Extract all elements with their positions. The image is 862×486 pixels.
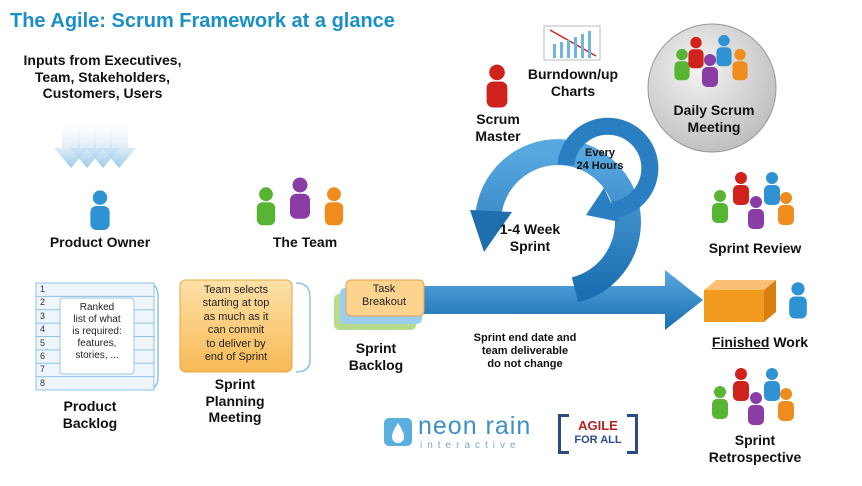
product-backlog-list — [35, 282, 159, 391]
sprint-length-label: 1-4 Week Sprint — [499, 221, 561, 254]
sprint-retrospective-icon — [712, 368, 794, 425]
scrum-master-icon — [486, 64, 508, 108]
task-breakout-note: Task Breakout — [361, 283, 407, 309]
product-backlog-label: Product Backlog — [62, 398, 118, 431]
every-24-hours-label: Every 24 Hours — [576, 147, 624, 172]
neon-rain-logo-icon — [384, 418, 412, 446]
logo-for-all-text: FOR ALL — [574, 434, 622, 446]
team-icon — [256, 177, 344, 226]
sprint-note: Sprint end date and team deliverable do … — [473, 332, 577, 370]
logo-agile-text: AGILE — [578, 418, 618, 433]
finished-work-label: Finished Work — [690, 334, 830, 351]
sprint-backlog-cards — [334, 279, 425, 330]
sprint-arrow-icon — [400, 117, 703, 330]
backlog-number: 1 — [40, 284, 46, 294]
sprint-retrospective-label: Sprint Retrospective — [708, 432, 802, 465]
backlog-number: 3 — [40, 311, 46, 321]
daily-scrum-label: Daily Scrum Meeting — [673, 102, 755, 135]
finished-work-person-icon — [789, 282, 807, 319]
backlog-number: 4 — [40, 324, 46, 334]
neon-rain-logo-text: neon rain — [418, 412, 532, 440]
sprint-review-label: Sprint Review — [708, 240, 802, 256]
finished-work-rest: Work — [769, 334, 809, 350]
sprint-planning-note: Team selects starting at top as much as … — [202, 284, 270, 364]
sprint-review-icon — [712, 172, 794, 229]
agile-for-all-logo: AGILE FOR ALL — [558, 414, 638, 454]
logo-bracket-left — [558, 414, 569, 454]
inputs-arrows-icon — [54, 118, 136, 168]
backlog-note: Ranked list of what is required: feature… — [72, 302, 122, 361]
sprint-backlog-label: Sprint Backlog — [348, 340, 404, 373]
inputs-label: Inputs from Executives, Team, Stakeholde… — [23, 52, 182, 102]
product-owner-icon — [90, 190, 110, 230]
team-label: The Team — [272, 234, 338, 250]
backlog-number: 8 — [40, 378, 46, 388]
daily-scrum-circle — [647, 23, 777, 153]
backlog-number: 7 — [40, 364, 46, 374]
neon-rain-logo-subtext: interactive — [420, 440, 521, 451]
finished-work-box-icon — [704, 280, 776, 322]
backlog-number: 5 — [40, 338, 46, 348]
sprint-planning-label: Sprint Planning Meeting — [205, 376, 265, 426]
backlog-number: 2 — [40, 297, 46, 307]
finished-emphasis: Finished — [711, 334, 770, 350]
burndown-label: Burndown/up Charts — [527, 66, 619, 99]
scrum-master-label: Scrum Master — [475, 111, 521, 144]
logo-bracket-right — [627, 414, 638, 454]
product-owner-label: Product Owner — [49, 234, 151, 250]
burndown-chart-icon — [543, 25, 601, 61]
sprint-planning-box — [179, 279, 311, 373]
page-title: The Agile: Scrum Framework at a glance — [10, 10, 395, 32]
backlog-number: 6 — [40, 351, 46, 361]
